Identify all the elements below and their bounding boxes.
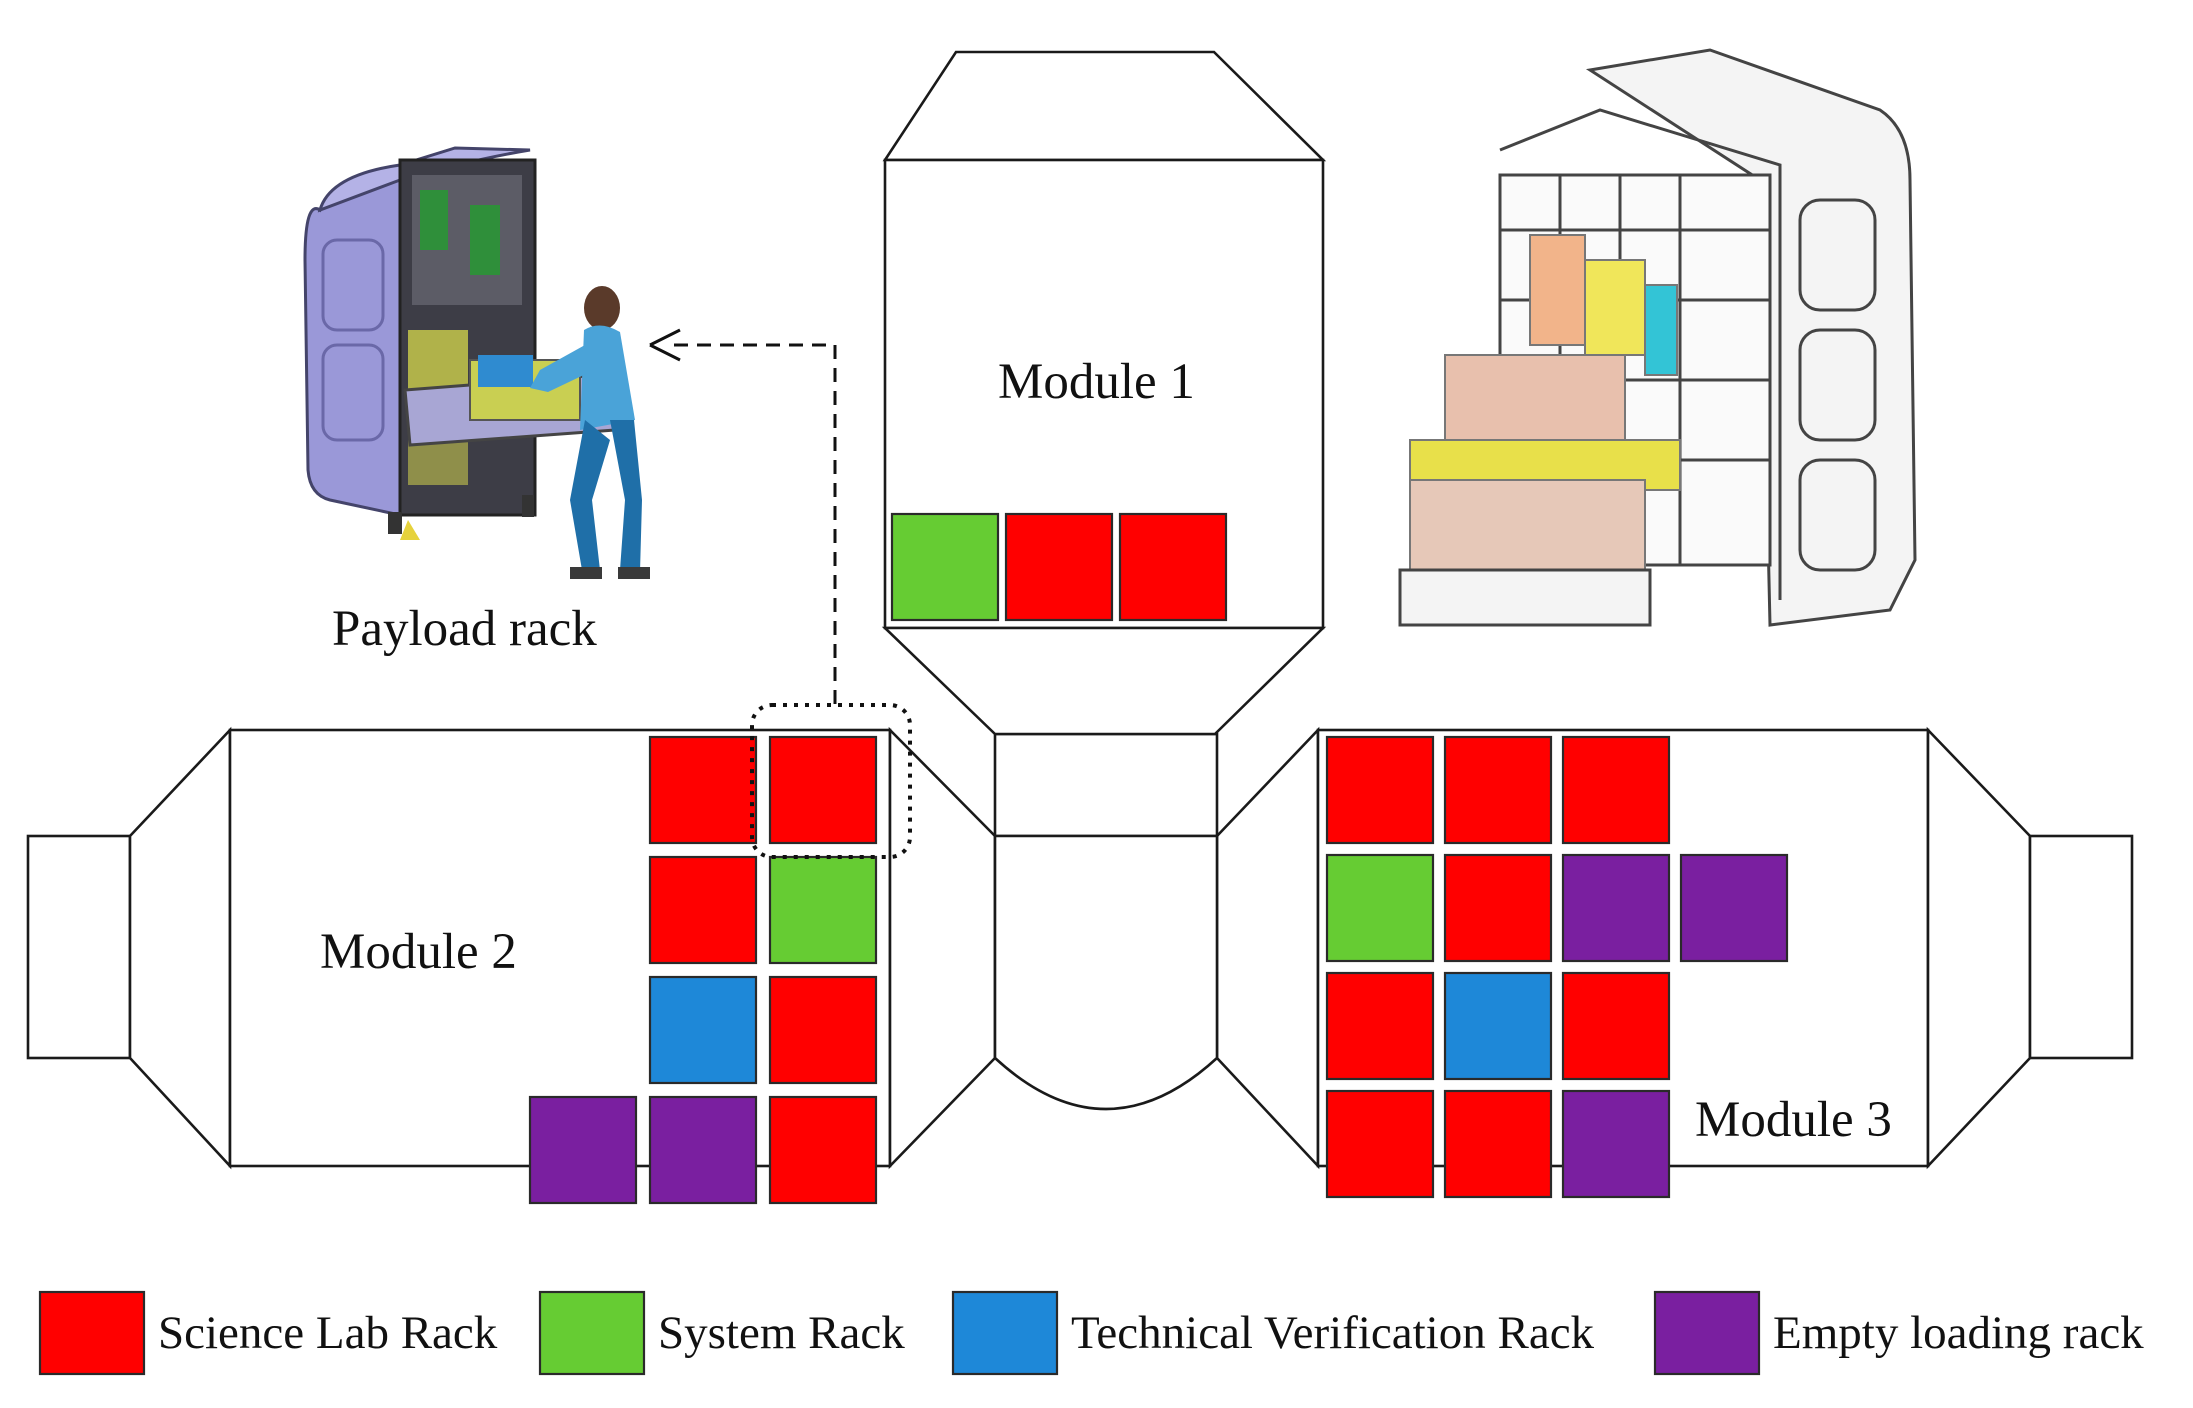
central-node xyxy=(993,732,1219,1111)
node-neck xyxy=(993,732,1219,838)
module-3-rack-technical-r2c1 xyxy=(1443,971,1553,1081)
module-3-label: Module 3 xyxy=(1695,1092,1892,1148)
module-2-label: Module 2 xyxy=(320,924,517,980)
module-3-rack-science-r0c1 xyxy=(1443,735,1553,845)
payload-rack-illustration xyxy=(303,146,650,579)
legend-label-technical: Technical Verification Rack xyxy=(1071,1307,1595,1359)
module-2-end-cap xyxy=(26,834,132,1060)
module-3-rack-science-r0c0 xyxy=(1325,735,1435,845)
module-2-rack-empty-r3c0 xyxy=(528,1095,638,1205)
module-1-label: Module 1 xyxy=(998,354,1195,410)
module-3-rack-empty-r1c3 xyxy=(1679,853,1789,963)
legend-swatch-technical xyxy=(951,1290,1059,1376)
module-3-right-cone xyxy=(1926,726,2032,1170)
module-2-rack-science-r3c2 xyxy=(768,1095,878,1205)
module-1-bottom-cone xyxy=(881,626,1327,736)
legend-label-system: System Rack xyxy=(658,1307,905,1359)
module-3-rack-empty-r3c2 xyxy=(1561,1089,1671,1199)
module-1-rack-science-r0c2 xyxy=(1118,512,1228,622)
legend-label-science: Science Lab Rack xyxy=(158,1307,498,1359)
module-2-right-cone xyxy=(888,726,997,1170)
module-3-rack-science-r1c1 xyxy=(1443,853,1553,963)
module-3-rack-science-r2c0 xyxy=(1325,971,1435,1081)
module-3-left-cone xyxy=(1215,726,1320,1170)
module-3-rack-science-r2c2 xyxy=(1561,971,1671,1081)
module-2-left-cone xyxy=(128,726,232,1170)
module-3-rack-science-r3c0 xyxy=(1325,1089,1435,1199)
module-1-top-cone xyxy=(882,50,1327,162)
legend-swatch-empty xyxy=(1653,1290,1761,1376)
legend-label-empty: Empty loading rack xyxy=(1773,1307,2144,1359)
module-2-rack-science-r1c1 xyxy=(648,855,758,965)
legend-swatch-system xyxy=(538,1290,646,1376)
module-3-rack-system-r1c0 xyxy=(1325,853,1435,963)
module-3-racks xyxy=(1325,735,1789,1199)
module-3-rack-empty-r1c2 xyxy=(1561,853,1671,963)
module-1-rack-system-r0c0 xyxy=(890,512,1000,622)
module-2-racks xyxy=(528,735,878,1205)
module-2-rack-technical-r2c1 xyxy=(648,975,758,1085)
module-2-rack-science-r2c2 xyxy=(768,975,878,1085)
module-2-rack-system-r1c2 xyxy=(768,855,878,965)
module-1-rack-science-r0c1 xyxy=(1004,512,1114,622)
selected-rack-highlight xyxy=(750,703,912,859)
module-2-rack-empty-r3c1 xyxy=(648,1095,758,1205)
module-3-rack-science-r0c2 xyxy=(1561,735,1671,845)
legend-swatch-science xyxy=(38,1290,146,1376)
module-3-end-cap xyxy=(2028,834,2134,1060)
dashed-arrow xyxy=(649,328,837,704)
rack-structure-sketch xyxy=(1398,48,1917,627)
astronaut-figure xyxy=(530,286,650,579)
module-1-racks xyxy=(890,512,1228,622)
arrow-head-icon xyxy=(649,328,681,362)
legend: Science Lab Rack System Rack Technical Ver… xyxy=(38,1290,2144,1376)
module-3-rack-science-r3c1 xyxy=(1443,1089,1553,1199)
payload-rack-label: Payload rack xyxy=(332,601,597,657)
module-2-rack-science-r0c1 xyxy=(648,735,758,845)
module-2-rack-science-r0c2 xyxy=(768,735,878,845)
node-lower-dome xyxy=(993,834,1219,1111)
